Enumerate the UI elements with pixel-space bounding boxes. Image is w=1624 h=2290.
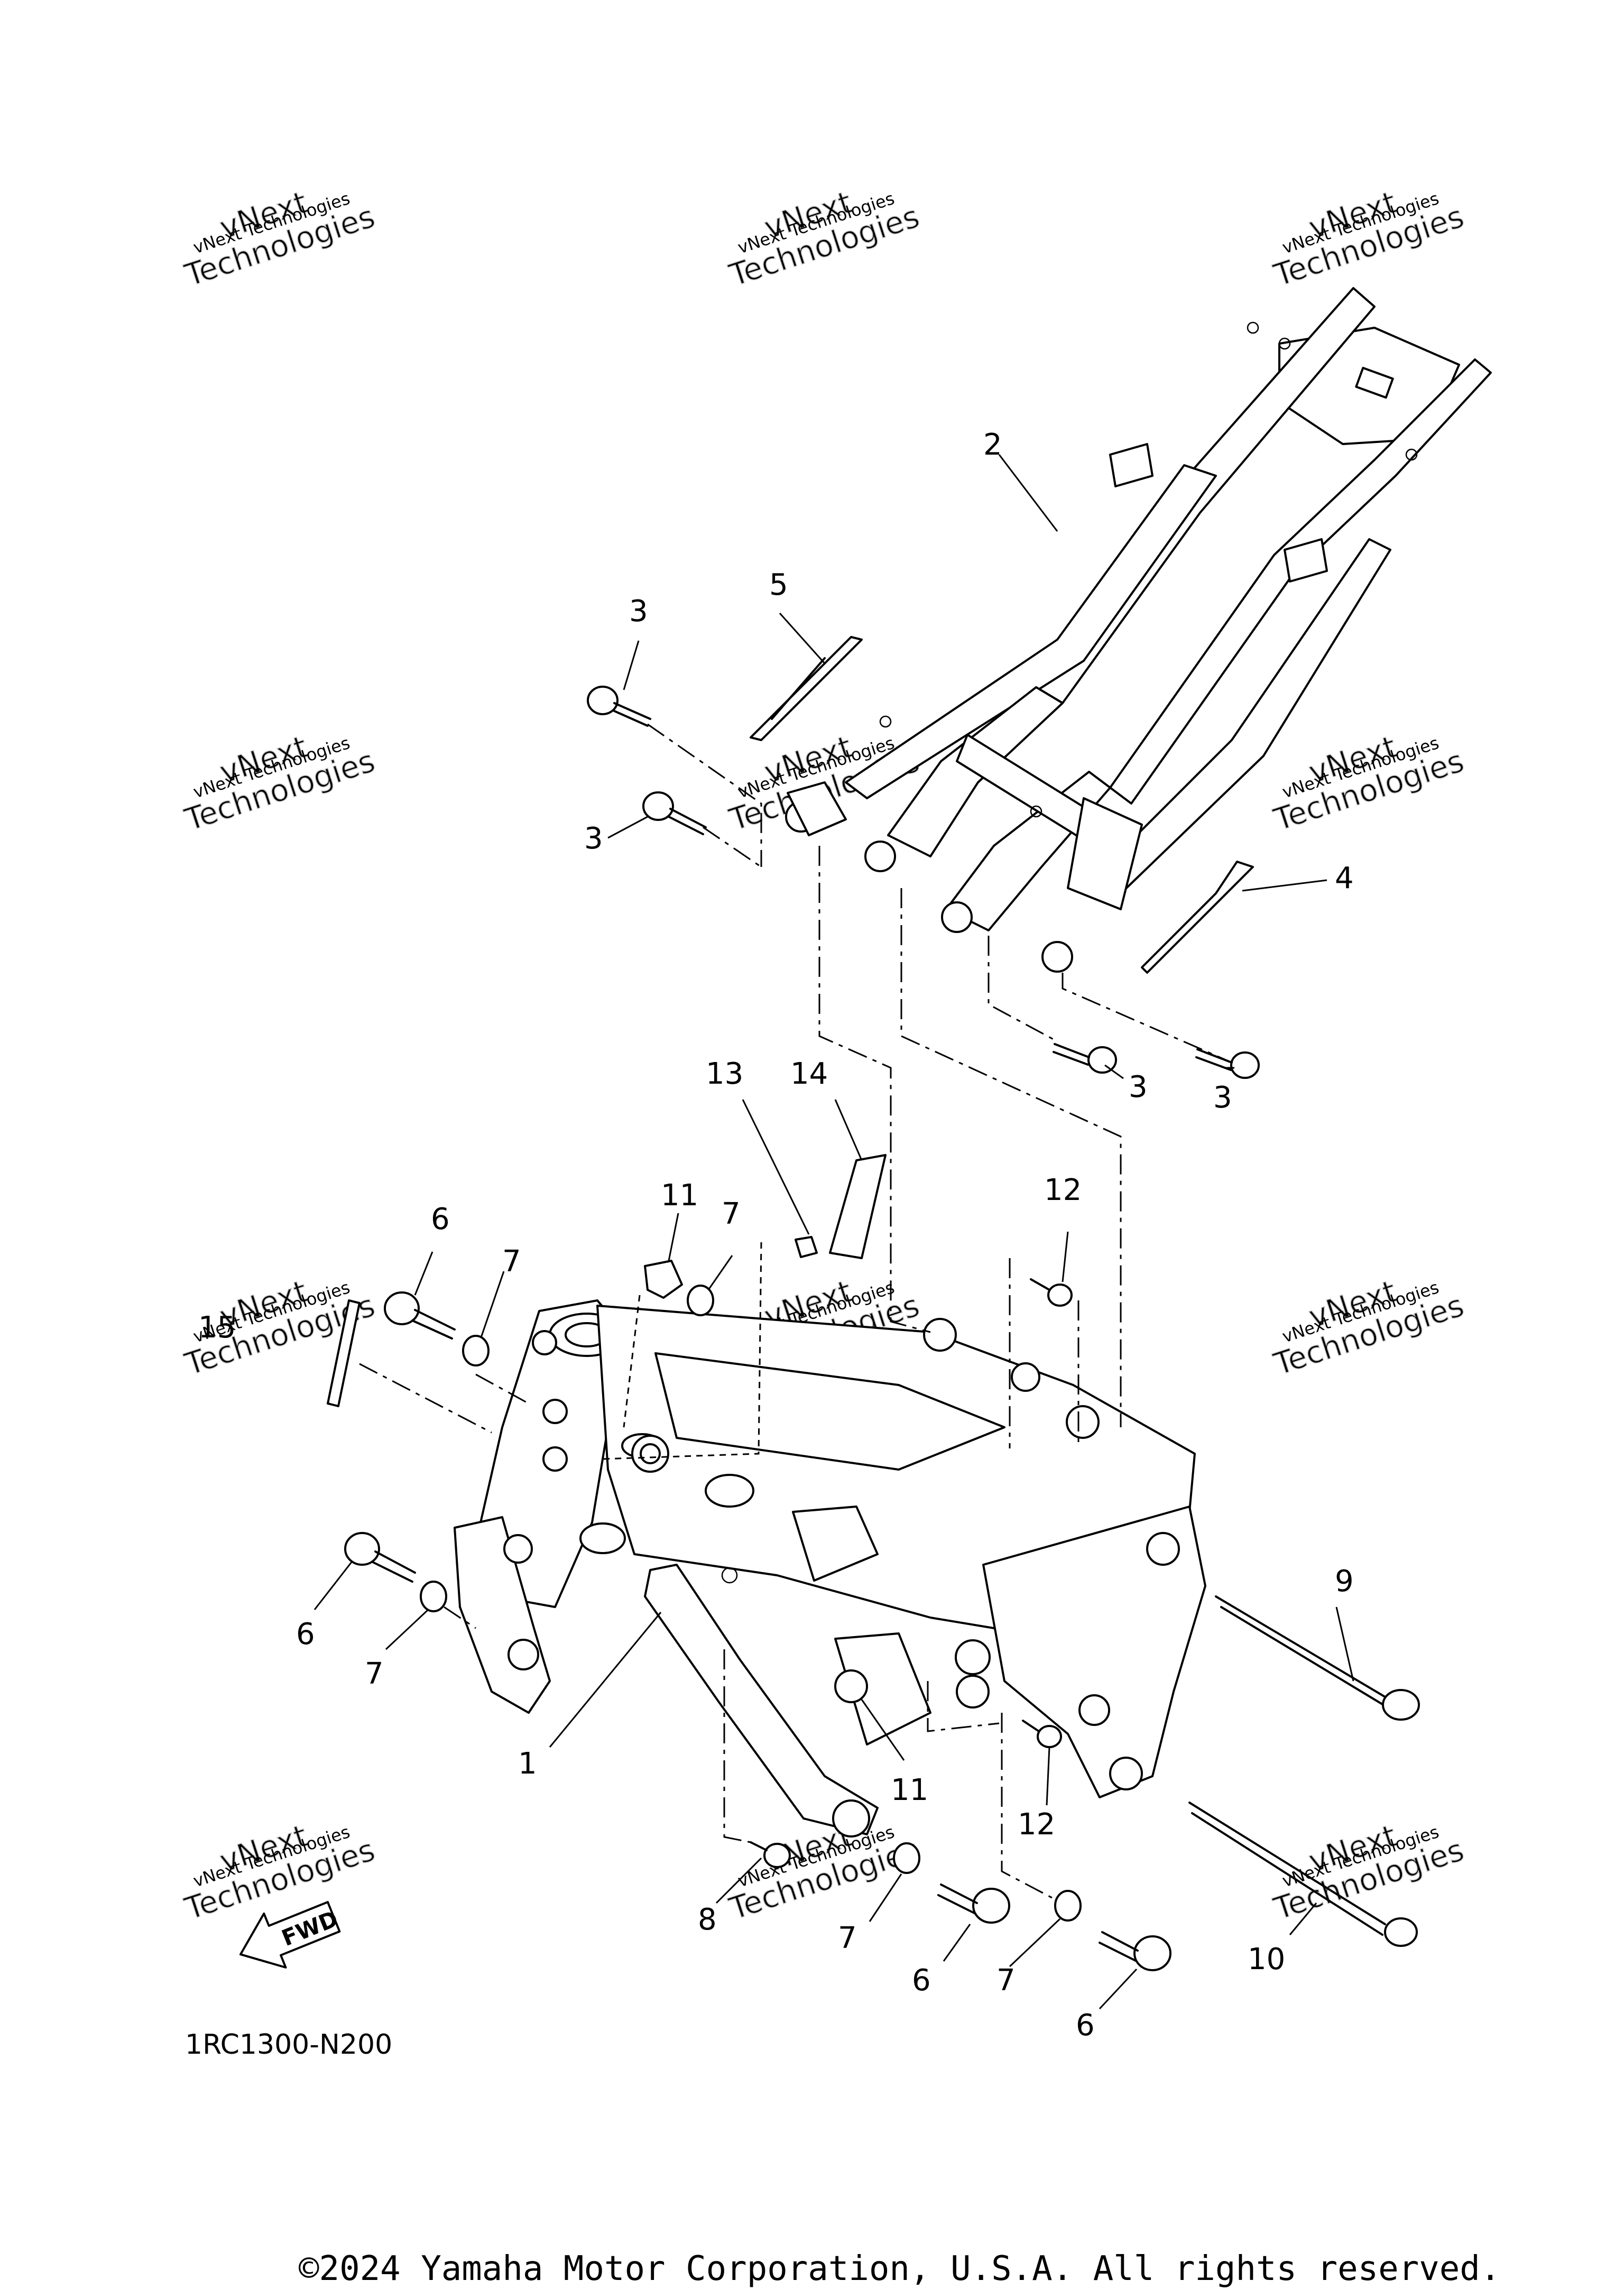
callout-11-top: 11 [661, 1178, 698, 1213]
callout-10: 10 [1248, 1942, 1285, 1977]
callout-7-left: 7 [502, 1244, 521, 1279]
washer-7-b [687, 1285, 714, 1316]
bolt-12-a [1030, 1278, 1073, 1307]
callout-3-left: 3 [584, 821, 603, 856]
bolt-3-c [1053, 1043, 1117, 1074]
diagram-code: 1RC1300-N200 [185, 2029, 392, 2061]
washer-7-d [893, 1842, 920, 1874]
fasteners [327, 686, 1420, 1971]
strip-15 [327, 1299, 361, 1407]
callout-13: 13 [706, 1057, 743, 1091]
callout-12-top: 12 [1044, 1173, 1082, 1207]
callout-1: 1 [518, 1747, 537, 1781]
callout-15: 15 [198, 1310, 236, 1345]
washer-7-c [420, 1581, 447, 1612]
callout-11-lower: 11 [891, 1773, 928, 1807]
callout-12-lower: 12 [1018, 1807, 1055, 1842]
callout-3-top: 3 [629, 594, 648, 629]
assembly-lines [359, 723, 1232, 1899]
leader-lines [313, 454, 1354, 2010]
cover-part-5 [750, 636, 863, 741]
clip-13 [795, 1236, 818, 1258]
washer-7-e [1054, 1890, 1082, 1922]
bolt-3-b [642, 791, 707, 835]
cover-part-4 [1141, 861, 1254, 974]
callout-3-right: 3 [1213, 1081, 1232, 1115]
callout-14: 14 [790, 1057, 828, 1091]
bolt-3-a [587, 686, 651, 727]
long-bolt-9 [1215, 1595, 1420, 1721]
nut-11-a [644, 1260, 683, 1299]
callout-7-top: 7 [722, 1197, 741, 1231]
callout-5: 5 [769, 568, 788, 602]
callout-9: 9 [1335, 1564, 1354, 1599]
main-frame [454, 1299, 1206, 1837]
callout-4: 4 [1335, 861, 1354, 895]
bolt-6-d [1099, 1931, 1171, 1971]
callout-8: 8 [698, 1903, 717, 1937]
copyright-notice: ©2024 Yamaha Motor Corporation, U.S.A. A… [299, 2249, 1501, 2288]
callout-6-left: 6 [296, 1617, 315, 1651]
callout-6-top: 6 [431, 1202, 450, 1236]
callout-6-bottom-b: 6 [1076, 2008, 1095, 2043]
bolt-6-c [937, 1883, 1010, 1924]
rear-subframe [785, 287, 1492, 973]
callout-2: 2 [983, 428, 1002, 462]
bolt-12-b [1022, 1720, 1062, 1748]
callout-7-bottom-a: 7 [838, 1921, 857, 1955]
bolt-3-d [1195, 1048, 1260, 1079]
washer-7-a [462, 1335, 490, 1366]
label-14 [829, 1154, 887, 1259]
bolt-8 [750, 1841, 791, 1868]
bolt-6-b [344, 1532, 416, 1583]
callout-7-bottom-b: 7 [996, 1963, 1016, 1998]
long-bolt-10 [1188, 1802, 1418, 1947]
callout-7-lower: 7 [365, 1657, 384, 1691]
callout-3-mid: 3 [1129, 1070, 1148, 1104]
callouts: 2 5 3 3 4 3 3 13 14 11 7 12 6 7 15 9 6 7… [198, 428, 1354, 2043]
bolt-6-a [384, 1291, 456, 1340]
callout-6-bottom-a: 6 [912, 1963, 931, 1998]
